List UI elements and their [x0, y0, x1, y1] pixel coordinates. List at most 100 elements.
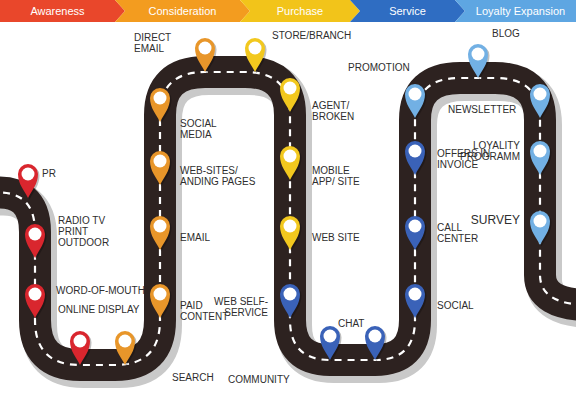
- stage-chevron: Service: [350, 0, 465, 22]
- location-pin: [25, 224, 47, 260]
- touchpoint-label: MOBILE APP/ SITE: [312, 165, 374, 187]
- location-pin: [365, 326, 387, 362]
- pin-dot: [284, 82, 297, 95]
- location-pin: [405, 141, 427, 177]
- pin-body: [405, 216, 425, 250]
- stage-chevron: Awareness: [0, 0, 125, 22]
- pin-body: [320, 326, 340, 360]
- touchpoint-label: BLOG: [492, 28, 520, 39]
- location-pin: [280, 78, 302, 114]
- pin-dot: [369, 330, 382, 343]
- location-pin: [245, 38, 267, 74]
- location-pin: [150, 88, 172, 124]
- stage-chevron: Loyalty Expansion: [455, 0, 576, 22]
- pin-body: [70, 331, 90, 365]
- pin-body: [530, 211, 550, 245]
- pin-body: [280, 78, 300, 112]
- location-pin: [530, 211, 552, 247]
- touchpoint-label: ONLINE DISPLAY: [58, 304, 140, 315]
- location-pin: [280, 284, 302, 320]
- location-pin: [18, 164, 40, 200]
- stage-name: Purchase: [240, 0, 360, 22]
- pin-body: [245, 38, 265, 72]
- pin-dot: [284, 288, 297, 301]
- pin-dot: [534, 88, 547, 101]
- pin-body: [195, 38, 215, 72]
- location-pin: [468, 44, 490, 80]
- pin-dot: [534, 145, 547, 158]
- pin-dot: [22, 168, 35, 181]
- chevron-fill: [455, 0, 576, 22]
- touchpoint-label: WEB-SITES/ ANDING PAGES: [180, 165, 258, 187]
- pin-dot: [154, 288, 167, 301]
- stage-name: Loyalty Expansion: [455, 0, 576, 22]
- chevron-fill: [350, 0, 465, 22]
- pin-body: [150, 284, 170, 318]
- touchpoint-label: SEARCH: [172, 372, 214, 383]
- pin-body: [468, 44, 488, 78]
- pin-body: [18, 164, 38, 198]
- touchpoint-label: EMAIL: [180, 232, 210, 243]
- location-pin: [195, 38, 217, 74]
- location-pin: [115, 331, 137, 367]
- stage-name: Awareness: [0, 0, 125, 22]
- stage-chevron: Consideration: [115, 0, 250, 22]
- pin-body: [280, 284, 300, 318]
- location-pin: [70, 331, 92, 367]
- pin-dot: [284, 150, 297, 163]
- touchpoint-label: NEWSLETTER: [448, 104, 516, 115]
- location-pin: [405, 84, 427, 120]
- pin-dot: [409, 288, 422, 301]
- touchpoint-label: AGENT/ BROKEN: [312, 100, 360, 122]
- stage-name: Service: [350, 0, 465, 22]
- touchpoint-label: COMMUNITY: [228, 374, 290, 385]
- pin-body: [365, 326, 385, 360]
- chevron-fill: [0, 0, 125, 22]
- pin-body: [150, 88, 170, 122]
- pin-body: [150, 216, 170, 250]
- pin-body: [530, 141, 550, 175]
- chevron-fill: [115, 0, 250, 22]
- location-pin: [150, 284, 172, 320]
- pin-dot: [29, 288, 42, 301]
- location-pin: [150, 216, 172, 252]
- pin-dot: [119, 335, 132, 348]
- touchpoint-label: CHAT: [338, 318, 364, 329]
- pin-body: [280, 216, 300, 250]
- touchpoint-label: SOCIAL: [437, 300, 474, 311]
- location-pin: [25, 284, 47, 320]
- pin-body: [25, 224, 45, 258]
- stage-chevron: Purchase: [240, 0, 360, 22]
- pin-body: [405, 84, 425, 118]
- pin-dot: [409, 88, 422, 101]
- touchpoint-label: STORE/BRANCH: [272, 30, 351, 41]
- pin-dot: [74, 335, 87, 348]
- chevron-fill: [240, 0, 360, 22]
- location-pin: [280, 146, 302, 182]
- road: [0, 72, 576, 365]
- pin-dot: [409, 145, 422, 158]
- location-pin: [405, 284, 427, 320]
- touchpoint-label: SURVEY: [462, 214, 520, 227]
- touchpoint-label: PROMOTION: [348, 62, 410, 73]
- pin-dot: [154, 220, 167, 233]
- location-pin: [320, 326, 342, 362]
- location-pin: [280, 216, 302, 252]
- pin-dot: [249, 42, 262, 55]
- pin-dot: [199, 42, 212, 55]
- pin-body: [280, 146, 300, 180]
- pin-dot: [154, 92, 167, 105]
- pin-dot: [284, 220, 297, 233]
- touchpoint-label: RADIO TV PRINT OUTDOOR: [58, 215, 110, 248]
- location-pin: [405, 216, 427, 252]
- touchpoint-label: WEB SITE: [312, 232, 360, 243]
- pin-body: [405, 284, 425, 318]
- pin-dot: [472, 48, 485, 61]
- location-pin: [150, 151, 172, 187]
- pin-body: [150, 151, 170, 185]
- pin-body: [530, 84, 550, 118]
- location-pin: [530, 84, 552, 120]
- touchpoint-label: WORD-OF-MOUTH: [56, 285, 145, 296]
- pin-dot: [29, 228, 42, 241]
- pin-dot: [154, 155, 167, 168]
